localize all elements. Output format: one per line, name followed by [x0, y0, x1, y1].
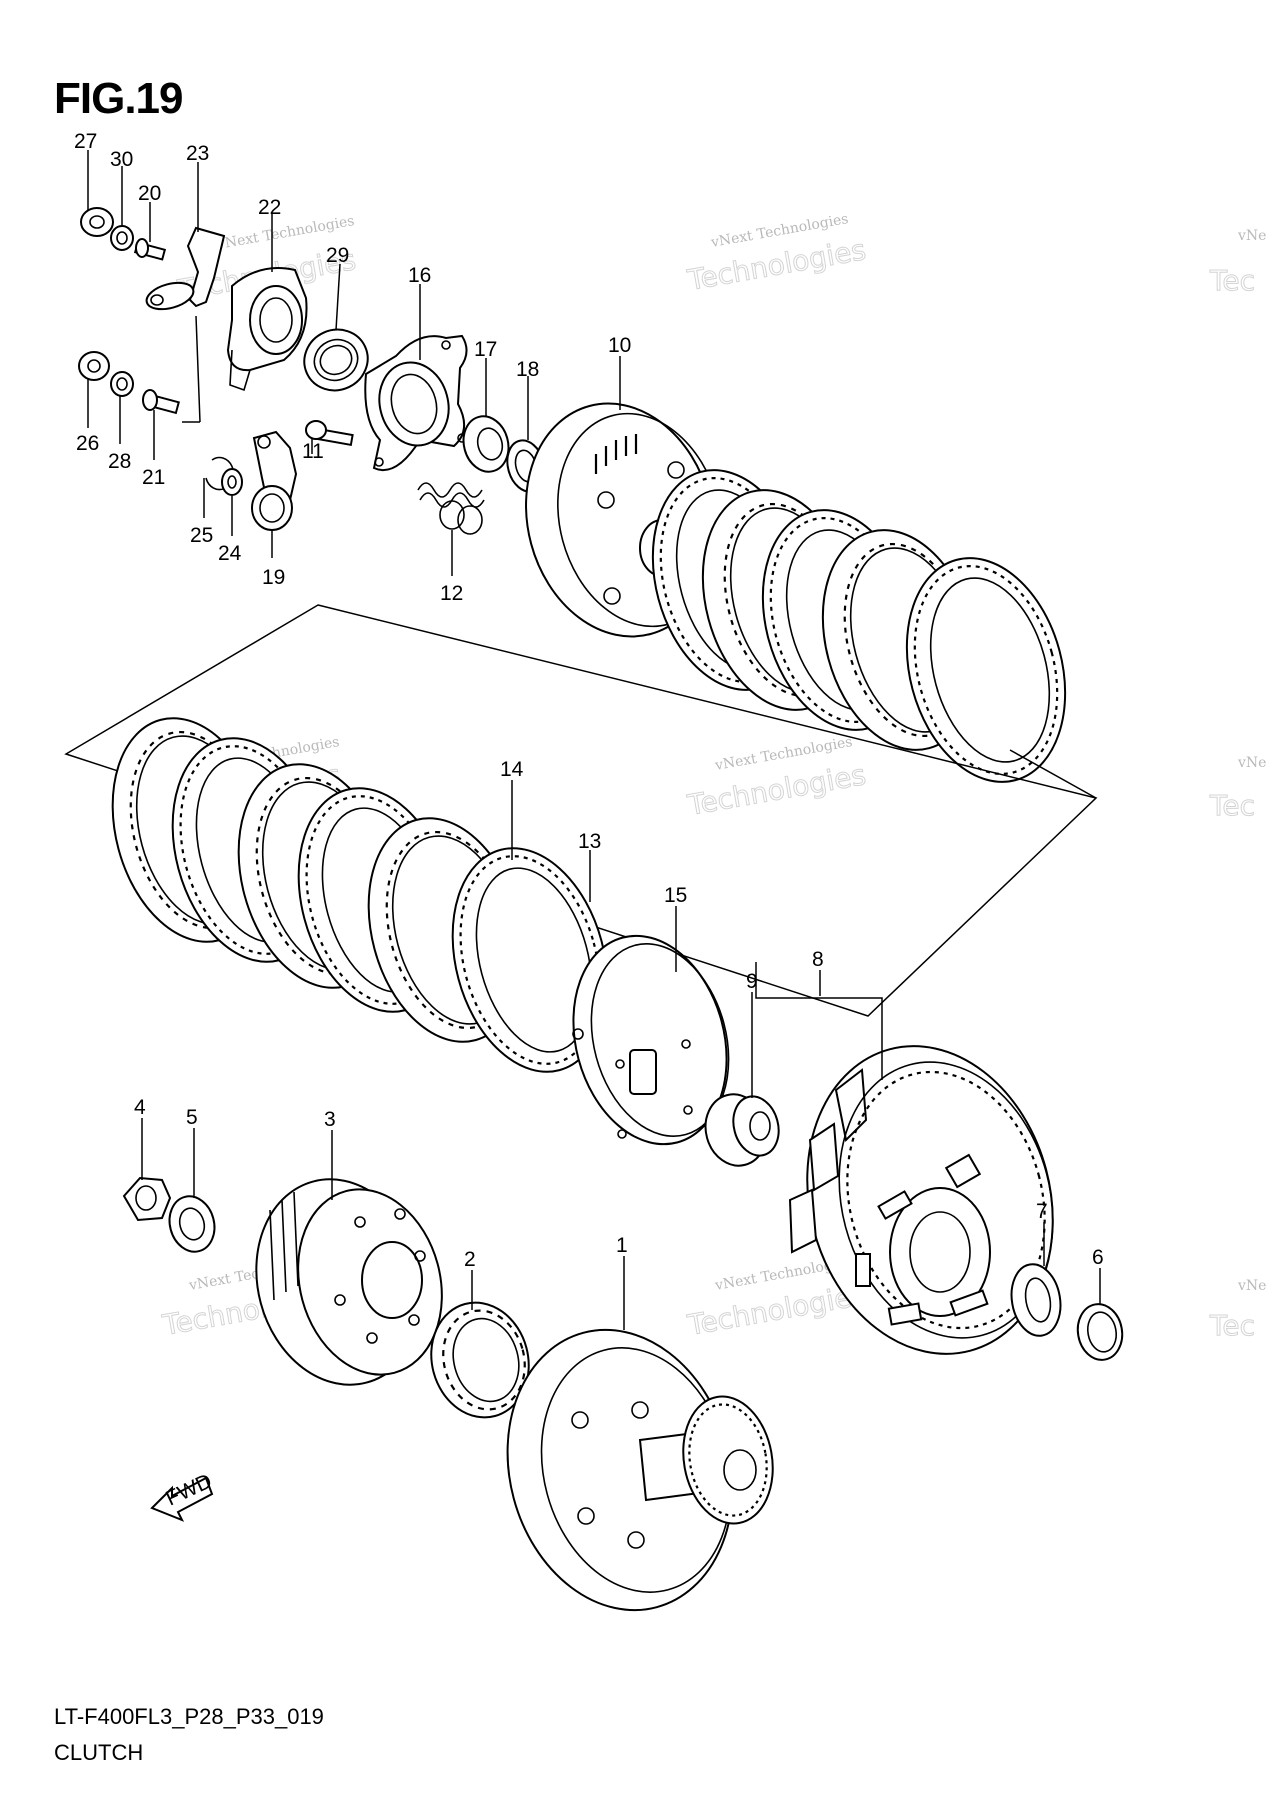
callout-label: 4 [134, 1096, 146, 1119]
part-12-springs [417, 482, 485, 535]
part-24-washer [221, 468, 243, 496]
friction-plate [905, 557, 1067, 783]
upper-plate-stack [651, 469, 1067, 783]
part-20-bolt [133, 238, 167, 261]
callout-label: 29 [326, 244, 349, 267]
callout-label: 2 [464, 1248, 476, 1271]
part-23-release-arm [145, 226, 226, 311]
callout-label: 6 [1092, 1246, 1104, 1269]
callout-label: 26 [76, 432, 99, 455]
part-26-nut [78, 351, 110, 381]
callout-label: 19 [262, 566, 285, 589]
forward-arrow: FWD [150, 1469, 215, 1522]
part-2-one-way-clutch [430, 1301, 530, 1419]
part-6-bushing [1076, 1303, 1124, 1361]
callout-label: 21 [142, 466, 165, 489]
callout-label: 16 [408, 264, 431, 287]
callout-label: 24 [218, 542, 242, 565]
callout-label: 17 [474, 338, 497, 361]
callout-label: 7 [1036, 1200, 1048, 1223]
callout-label: 22 [258, 196, 281, 219]
callout-label: 11 [302, 440, 324, 463]
watermark-text: Tec [1209, 1309, 1255, 1342]
figure-code: LT-F400FL3_P28_P33_019 [54, 1704, 324, 1729]
figure-name: CLUTCH [54, 1740, 144, 1765]
part-19-lever [251, 430, 298, 531]
part-30-washer [110, 225, 134, 251]
leader-lines [87, 150, 1101, 1330]
watermark-text: vNe [1237, 755, 1266, 771]
callout-label: 10 [608, 334, 631, 357]
lower-plate-stack [111, 717, 609, 1073]
plate-stack-bracket [64, 604, 1098, 1017]
figure-title: FIG.19 [54, 74, 183, 123]
part-28-washer [110, 371, 134, 397]
callout-label: 20 [138, 182, 161, 205]
watermark-text: Technologies [685, 758, 869, 822]
callout-label: 27 [74, 130, 97, 153]
part-16-lifter-plate [364, 334, 468, 472]
watermark-text: Tec [1209, 264, 1255, 297]
part-29-bearing [303, 328, 369, 392]
callouts: 27 30 20 23 22 29 16 17 18 10 26 28 21 1… [74, 130, 1104, 1271]
part-22-release-housing [226, 267, 308, 392]
callout-label: 12 [440, 582, 463, 605]
part-1-clutch-drum [506, 1328, 774, 1612]
callout-label: 1 [616, 1234, 628, 1257]
callout-label: 13 [578, 830, 601, 853]
callout-label: 30 [110, 148, 133, 171]
leader-line [1009, 749, 1097, 799]
part-27-nut [80, 207, 114, 237]
part-21-bolt [142, 389, 180, 415]
part-3-clutch-hub [255, 1178, 443, 1386]
callout-label: 9 [746, 970, 758, 993]
callout-label: 28 [108, 450, 131, 473]
part-17-collar [462, 415, 510, 473]
part-4-nut [122, 1176, 172, 1222]
part-8-clutch-housing [788, 1045, 1054, 1355]
callout-label: 18 [516, 358, 539, 381]
part-11-bolt [305, 420, 354, 447]
watermark-text: vNe [1237, 228, 1266, 244]
callout-label: 14 [500, 758, 524, 781]
watermark-text: vNe [1237, 1278, 1266, 1294]
part-5-washer [168, 1195, 216, 1253]
part-13-friction-plate [451, 847, 609, 1073]
part-9-spacer [704, 1093, 780, 1167]
part-15-sleeve-hub [572, 934, 730, 1146]
callout-label: 23 [186, 142, 209, 165]
callout-label: 5 [186, 1106, 198, 1129]
callout-label: 15 [664, 884, 687, 907]
callout-label: 25 [190, 524, 213, 547]
callout-label: 8 [812, 948, 824, 971]
callout-label: 3 [324, 1108, 336, 1131]
part-7-thrust-washer [1010, 1263, 1062, 1337]
watermark-text: Tec [1209, 789, 1255, 822]
